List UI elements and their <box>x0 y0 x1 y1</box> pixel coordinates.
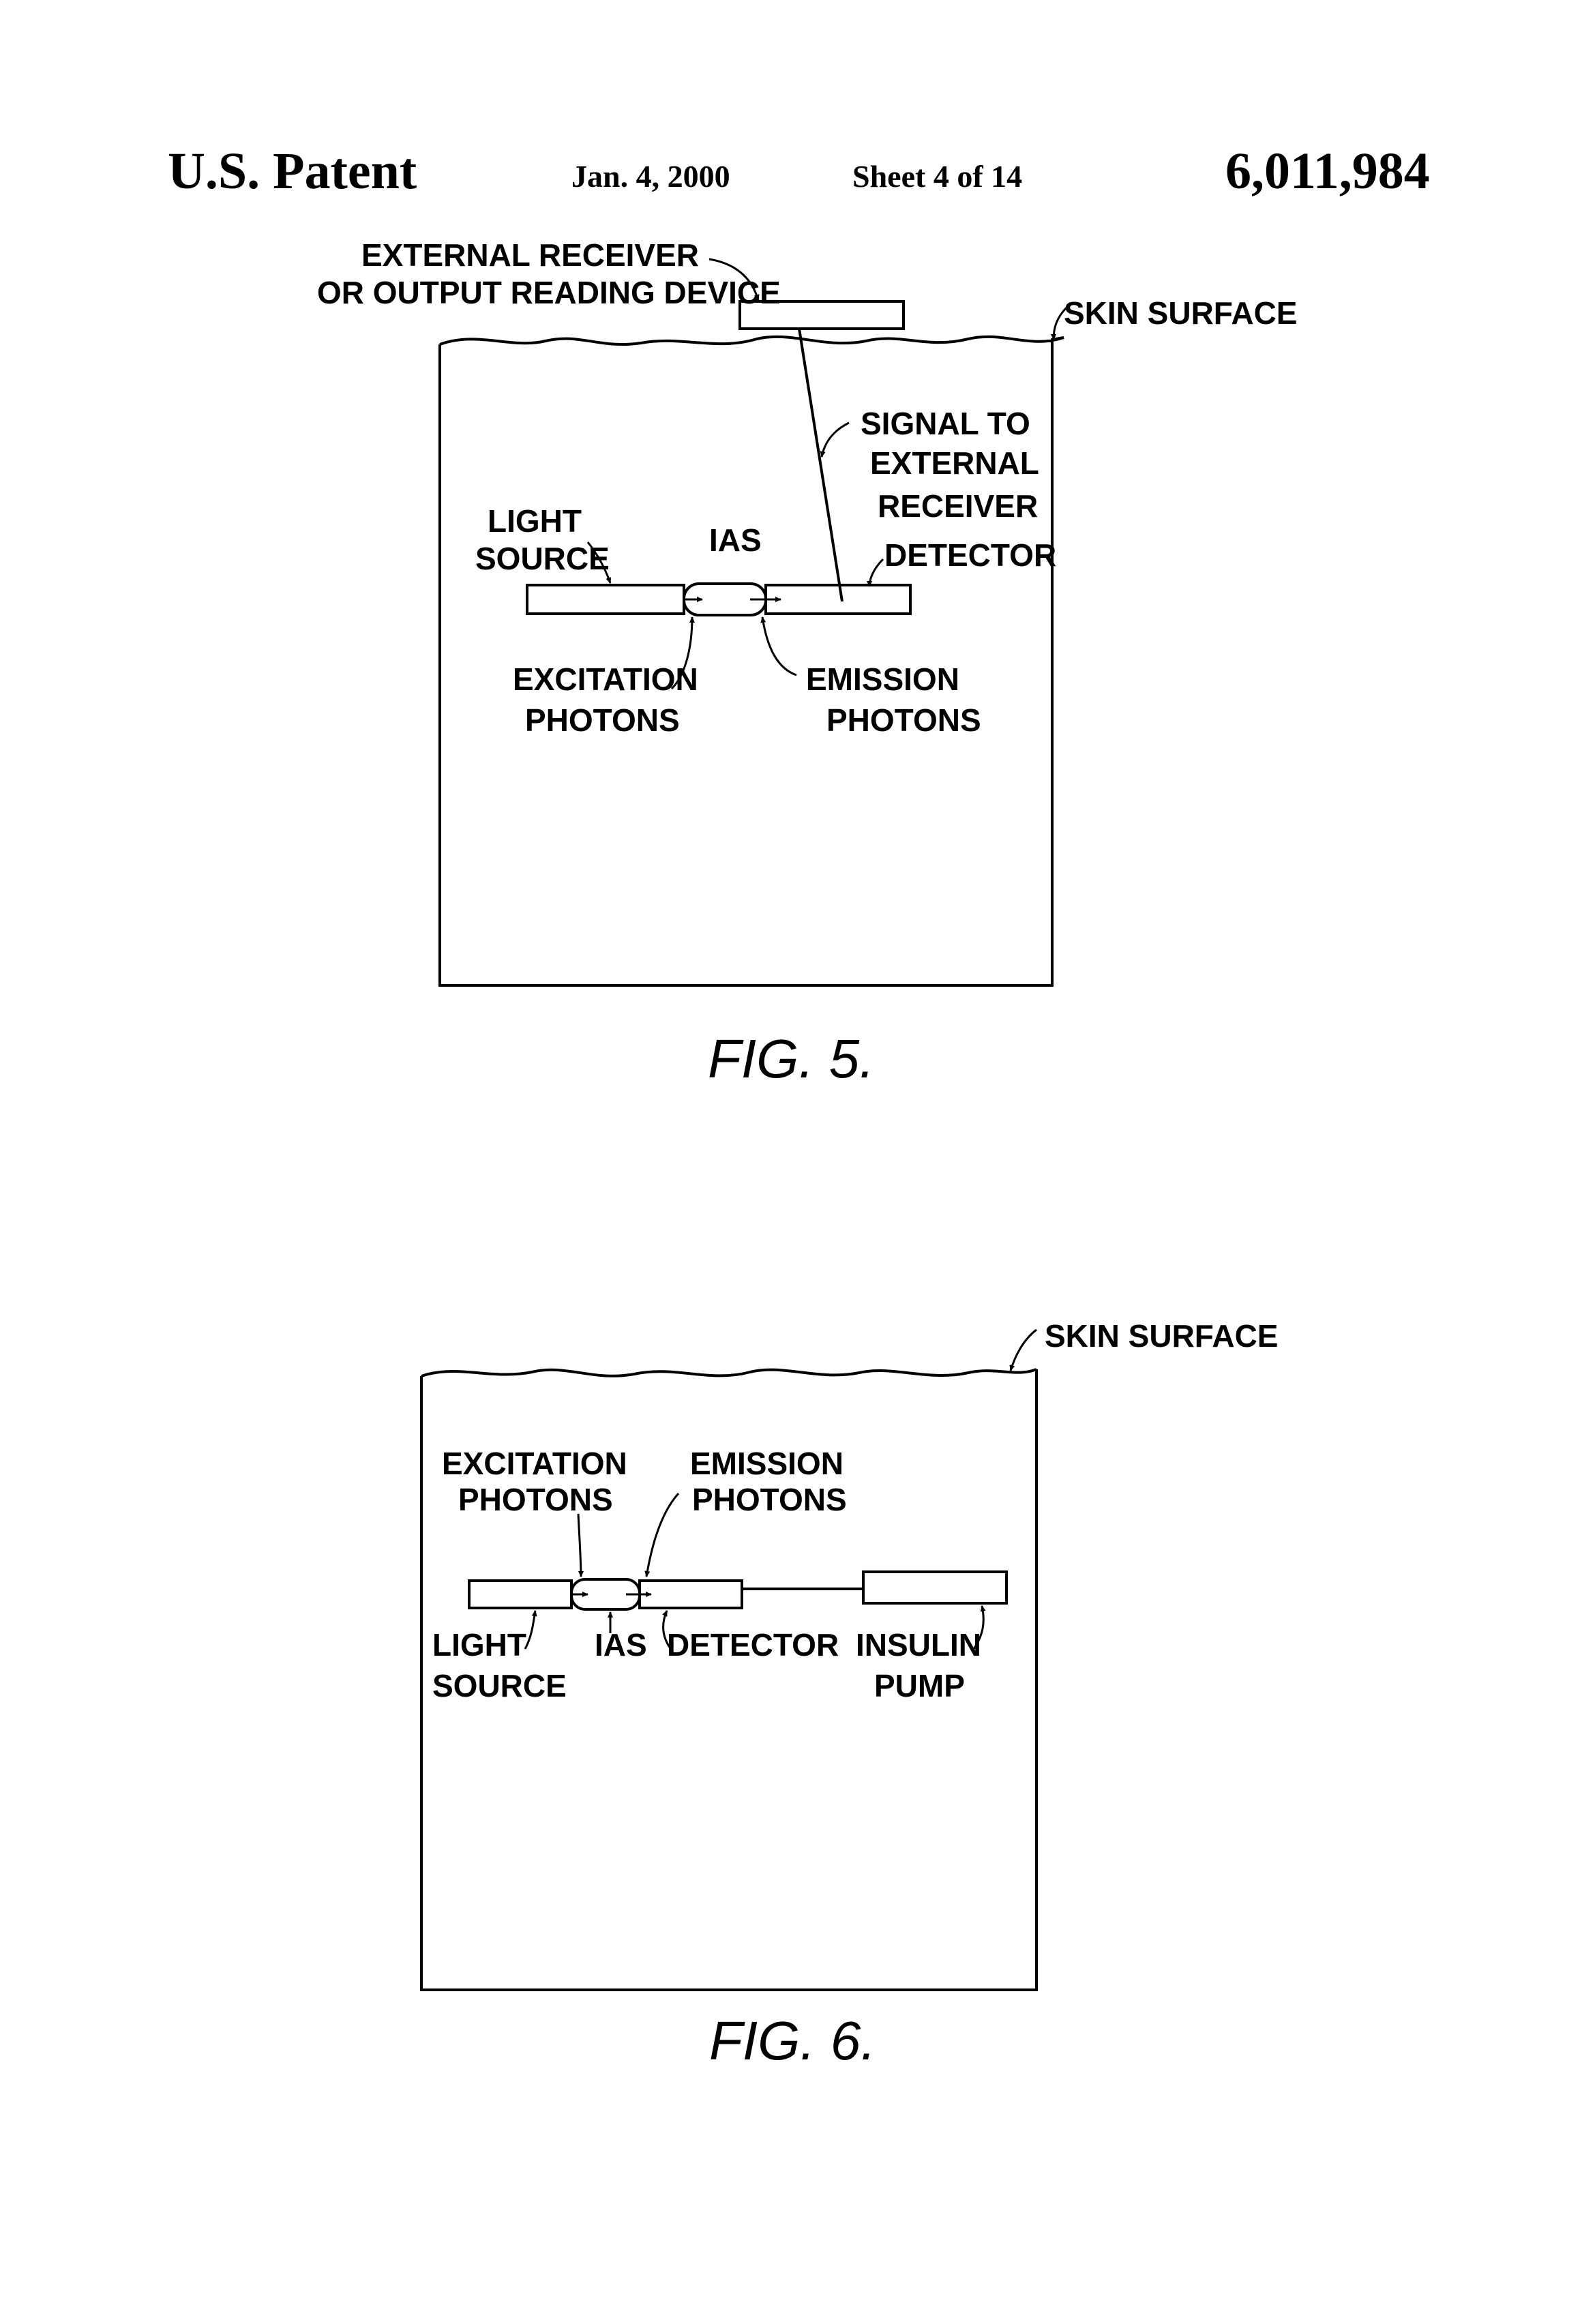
fig5-skin-surface-label: SKIN SURFACE <box>1064 295 1297 331</box>
fig5-detector-box <box>766 585 910 614</box>
fig5-diagram <box>440 259 1067 985</box>
fig6-excitation-label-1: EXCITATION <box>442 1446 627 1481</box>
fig5-light-label-1: LIGHT <box>488 503 582 539</box>
fig6-detector-box <box>640 1581 742 1608</box>
fig5-leader-emission <box>762 617 796 675</box>
fig5-excitation-label-1: EXCITATION <box>513 661 698 697</box>
fig6-light-label-2: SOURCE <box>432 1668 567 1703</box>
fig5-signal-line <box>799 329 842 601</box>
fig6-ias-label: IAS <box>595 1627 647 1663</box>
fig6-pump-label-2: PUMP <box>874 1668 965 1703</box>
fig5-labels: EXTERNAL RECEIVER OR OUTPUT READING DEVI… <box>317 237 1297 1089</box>
fig5-leader-signal <box>822 423 849 457</box>
fig5-signal-label-2: EXTERNAL <box>870 445 1039 481</box>
fig6-detector-label: DETECTOR <box>667 1627 839 1663</box>
fig5-caption: FIG. 5. <box>708 1028 875 1089</box>
fig6-caption: FIG. 6. <box>709 2010 876 2071</box>
fig6-leader-light <box>525 1611 535 1649</box>
fig5-emission-label-1: EMISSION <box>806 661 959 697</box>
fig6-light-source-box <box>469 1581 571 1608</box>
fig6-excitation-label-2: PHOTONS <box>458 1482 613 1517</box>
fig6-insulin-pump-box <box>863 1572 1006 1603</box>
fig6-leader-excitation <box>578 1514 581 1577</box>
fig6-emission-label-2: PHOTONS <box>692 1482 847 1517</box>
fig6-light-label-1: LIGHT <box>432 1627 526 1663</box>
fig5-detector-label: DETECTOR <box>884 537 1056 573</box>
fig5-external-receiver-label-1: EXTERNAL RECEIVER <box>361 237 699 273</box>
fig5-ias-label: IAS <box>709 522 762 558</box>
fig5-signal-label-3: RECEIVER <box>878 488 1038 524</box>
fig6-emission-label-1: EMISSION <box>690 1446 844 1481</box>
fig6-leader-emission <box>646 1493 678 1577</box>
fig6-leader-skin <box>1011 1330 1036 1371</box>
fig5-signal-label-1: SIGNAL TO <box>861 406 1030 441</box>
fig6-labels: SKIN SURFACE EXCITATION PHOTONS EMISSION… <box>432 1318 1278 2071</box>
fig6-pump-label-1: INSULIN <box>856 1627 981 1663</box>
fig6-skin-surface-label: SKIN SURFACE <box>1045 1318 1278 1354</box>
fig5-external-receiver-label-2: OR OUTPUT READING DEVICE <box>317 275 781 310</box>
fig5-light-label-2: SOURCE <box>475 541 610 576</box>
fig5-light-source-box <box>527 585 684 614</box>
fig5-excitation-label-2: PHOTONS <box>525 702 680 738</box>
fig5-leader-detector <box>869 559 883 586</box>
fig5-emission-label-2: PHOTONS <box>826 702 981 738</box>
